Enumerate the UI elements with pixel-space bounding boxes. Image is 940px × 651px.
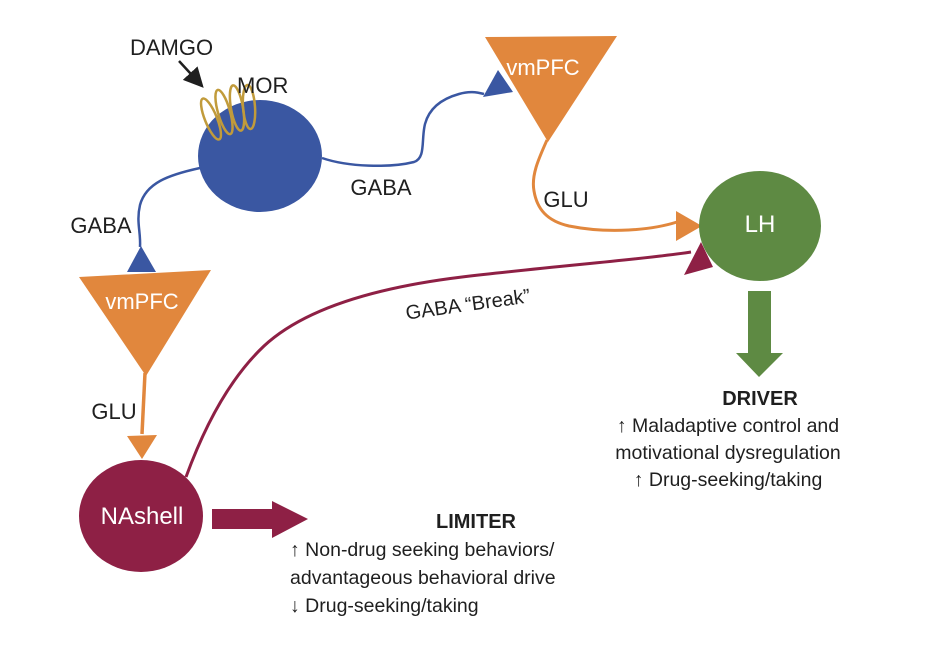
damgo-arrow	[178, 60, 204, 88]
mor-label: MOR	[237, 73, 289, 98]
vmpfc-top-triangle	[485, 36, 617, 142]
nashell-label: NAshell	[100, 503, 184, 530]
mor-neuron-circle	[198, 100, 322, 212]
vmpfc-left-triangle	[79, 270, 211, 376]
vmpfc-left-label: vmPFC	[105, 289, 179, 314]
limiter-line: ↑ Non-drug seeking behaviors/	[290, 539, 555, 561]
glu-terminal-left	[127, 435, 157, 459]
limiter-heading: LIMITER	[436, 511, 516, 533]
limiter-text-block: LIMITER ↑ Non-drug seeking behaviors/ ad…	[290, 508, 624, 620]
gaba-axon-right	[321, 90, 485, 168]
limiter-arrow	[212, 501, 308, 538]
limiter-line: ↓ Drug-seeking/taking	[290, 595, 479, 617]
driver-heading: DRIVER	[722, 388, 798, 410]
receptor-coil	[241, 83, 257, 131]
driver-line: motivational dysregulation	[615, 442, 841, 464]
damgo-label: DAMGO	[130, 35, 214, 60]
driver-text-block: DRIVER ↑ Maladaptive control and motivat…	[612, 386, 844, 494]
gaba-terminal-right	[483, 70, 513, 97]
lh-neuron-circle	[699, 171, 821, 281]
lh-label: LH	[744, 211, 776, 238]
limiter-line: advantageous behavioral drive	[290, 567, 556, 589]
gaba-break-axon	[184, 250, 692, 478]
gaba-axon-left	[137, 166, 201, 248]
receptor-coil	[199, 97, 223, 141]
glu-left-label: GLU	[91, 399, 137, 424]
driver-arrow	[736, 291, 783, 377]
nashell-neuron-circle	[79, 460, 203, 572]
driver-line: ↑ Maladaptive control and	[616, 415, 840, 437]
receptor-coil	[214, 88, 234, 136]
mor-receptor-icon	[199, 83, 257, 141]
glu-right-label: GLU	[543, 187, 589, 212]
gaba-terminal-left	[127, 246, 156, 272]
gaba-left-label: GABA	[70, 213, 132, 238]
glu-axon-right	[531, 139, 678, 232]
gaba-break-terminal	[684, 242, 713, 275]
vmpfc-top-label: vmPFC	[506, 55, 580, 80]
glu-axon-left	[140, 372, 147, 435]
gaba-right-label: GABA	[350, 175, 412, 200]
glu-terminal-right	[676, 211, 702, 241]
driver-line: ↑ Drug-seeking/taking	[633, 469, 823, 491]
